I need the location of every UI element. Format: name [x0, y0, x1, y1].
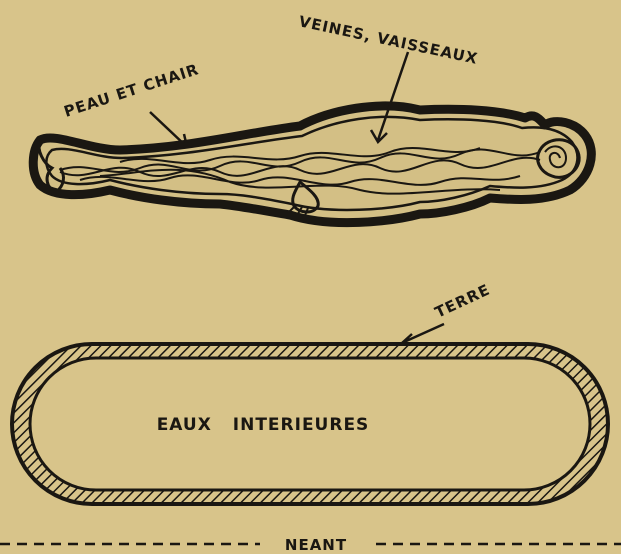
label-earth: TERRE [432, 280, 493, 321]
label-skin: PEAU ET CHAIR [62, 60, 201, 121]
arrow-earth [402, 324, 444, 345]
body-figure [33, 106, 591, 223]
label-veins: VEINES, VAISSEAUX [297, 12, 480, 68]
label-inner-waters: EAUX INTERIEURES [157, 415, 370, 435]
label-void: NEANT [285, 536, 347, 554]
arrow-skin [150, 112, 187, 147]
